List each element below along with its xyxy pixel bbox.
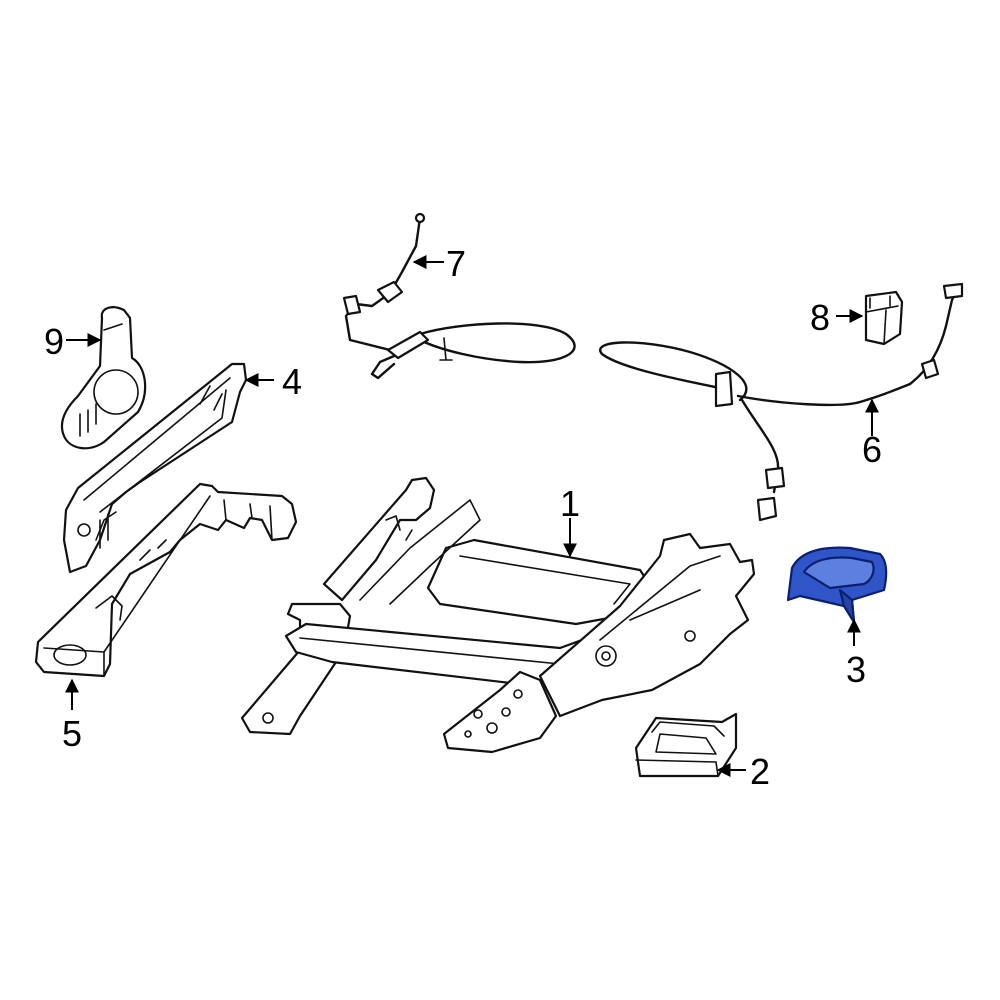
callout-4: 4: [282, 361, 302, 402]
part-3-track-cover[interactable]: [786, 546, 888, 624]
callout-5: 5: [62, 713, 82, 754]
callout-1: 1: [560, 483, 580, 524]
part-3-top-recess: [802, 556, 875, 590]
part-7-cable[interactable]: [342, 212, 576, 380]
part-4-side-shield[interactable]: [62, 362, 248, 574]
part-2-end-cover[interactable]: [634, 712, 738, 778]
part-6-cable-harness[interactable]: [599, 282, 964, 522]
part-9-handle-cover[interactable]: [60, 306, 147, 450]
callout-6: 6: [862, 429, 882, 470]
part-1-seat-frame[interactable]: [240, 476, 756, 754]
callout-9: 9: [44, 321, 64, 362]
part-5-lower-shield[interactable]: [34, 482, 298, 678]
callout-7: 7: [446, 243, 466, 284]
callout-3: 3: [846, 649, 866, 690]
part-8-connector[interactable]: [864, 290, 904, 346]
callout-2: 2: [750, 751, 770, 792]
leader-lines: [65, 255, 879, 777]
callout-8: 8: [810, 297, 830, 338]
